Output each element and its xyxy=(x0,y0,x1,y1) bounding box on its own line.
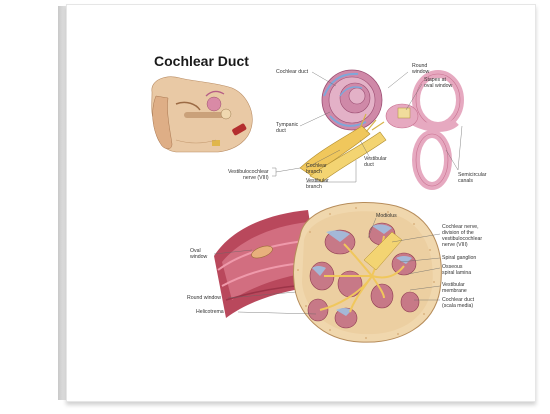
label-round-window-lower: Round window xyxy=(187,295,222,301)
label-cochlear-duct: Cochlear duct xyxy=(276,69,309,75)
canvas-side-edge xyxy=(58,6,68,400)
label-tympanic-duct: Tympanic duct xyxy=(276,122,299,134)
label-cochlear-nerve-division: Cochlear nerve, division of the vestibul… xyxy=(442,224,483,248)
label-vestibulocochlear-nerve: Vestibulocochlear nerve (VIII) xyxy=(228,169,269,181)
label-spiral-ganglion: Spiral ganglion xyxy=(442,255,477,261)
label-semicircular-canals: Semicircular canals xyxy=(458,172,487,184)
label-cochlear-branch: Cochlear branch xyxy=(306,163,327,175)
label-vestibular-branch: Vestibular branch xyxy=(306,178,329,190)
cochlea-cross-section xyxy=(214,202,442,343)
label-vestibular-membrane: Vestibular membrane xyxy=(442,282,467,294)
leader-lines xyxy=(213,71,463,315)
label-modiolus: Modiolus xyxy=(376,213,397,219)
diagram-title: Cochlear Duct xyxy=(154,53,249,69)
label-vestibular-duct: Vestibular duct xyxy=(364,156,387,168)
label-cochlear-duct-scala-media: Cochlear duct (scala media) xyxy=(442,297,475,309)
label-stapes-oval-window: Stapes at oval window xyxy=(424,77,453,89)
ear-cross-section xyxy=(151,76,253,153)
canvas-face xyxy=(66,4,536,402)
label-osseous-spiral-lamina: Osseous spiral lamina xyxy=(442,264,472,276)
label-oval-window: Oval window xyxy=(190,248,208,260)
label-round-window: Round window xyxy=(412,63,430,75)
upper-labyrinth xyxy=(299,69,464,190)
label-helicotrema: Helicotrema xyxy=(196,309,224,315)
